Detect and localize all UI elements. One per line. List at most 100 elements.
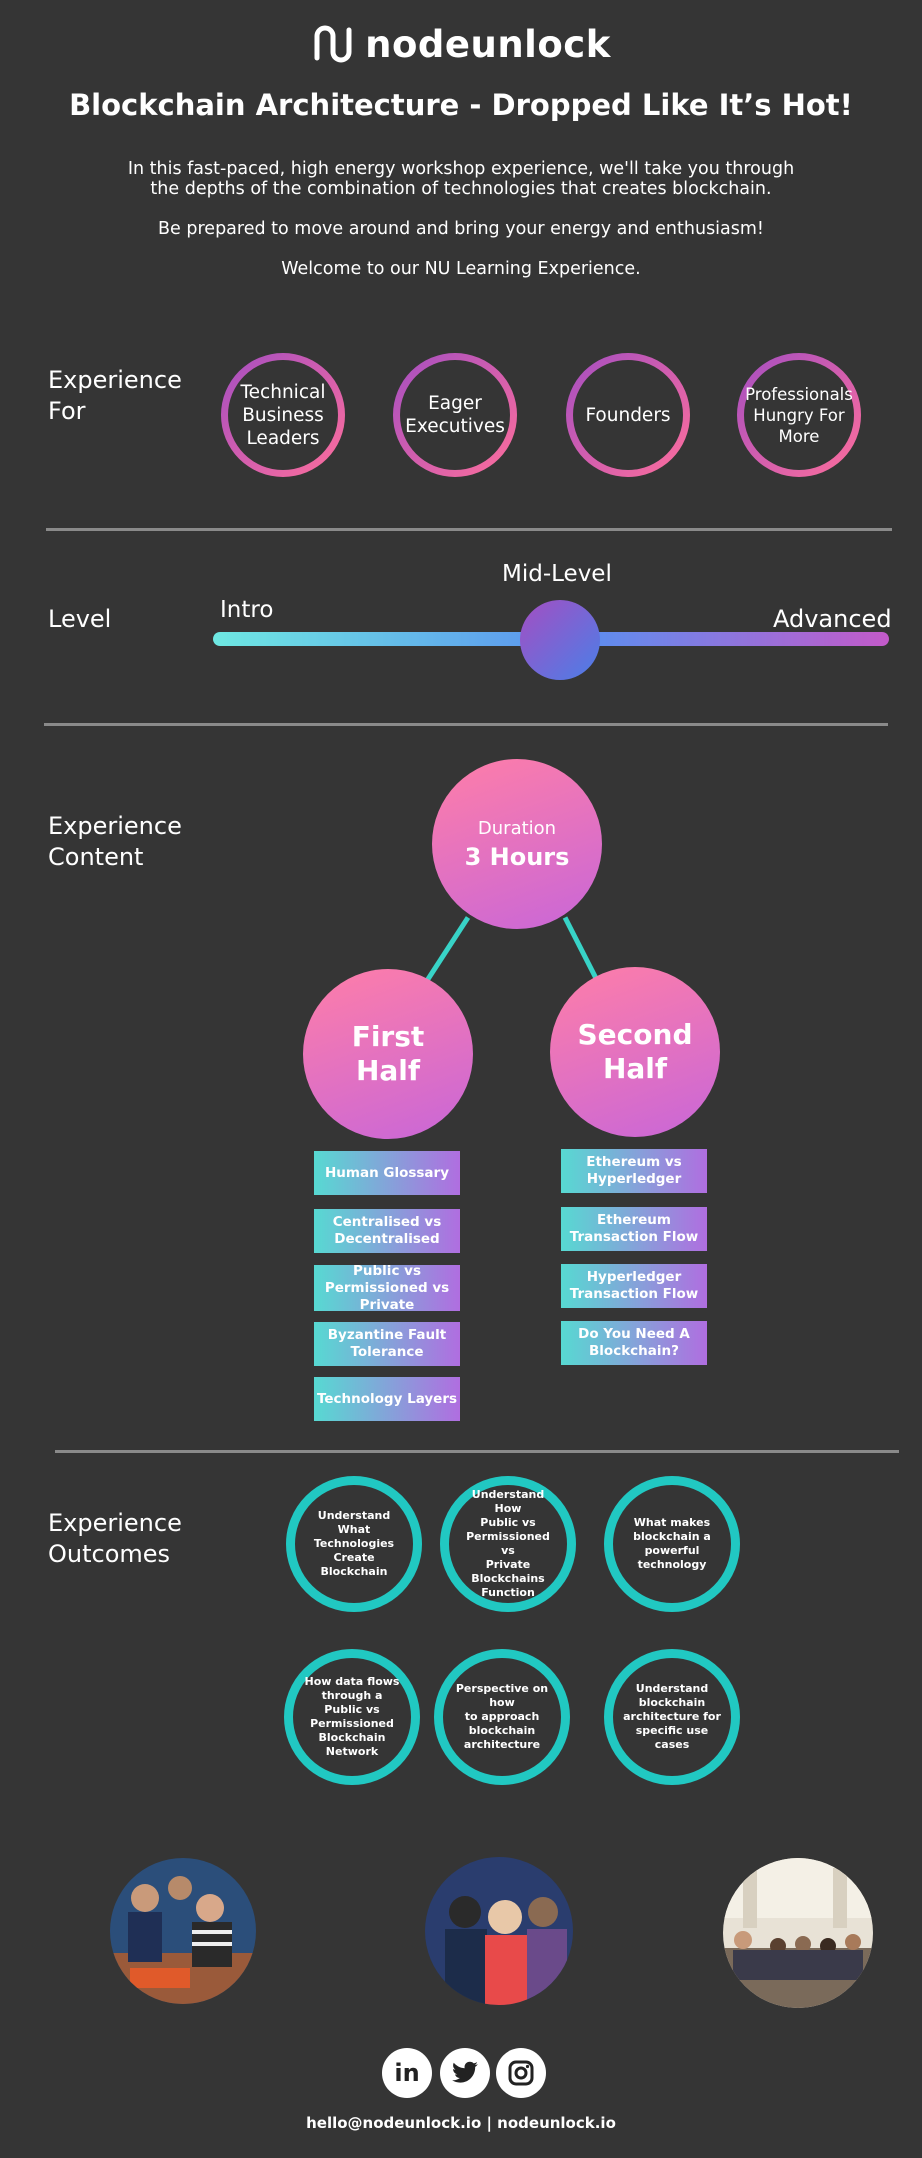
topic-line: Public vs <box>353 1262 421 1279</box>
audience-circle: Technical Business Leaders <box>221 353 345 477</box>
topic-line: Permissioned vs <box>324 1279 450 1296</box>
outcome-circle: Understand How Public vs Permissioned vs… <box>440 1476 576 1612</box>
outcome-line: Perspective on how <box>455 1682 549 1709</box>
topic-line: Private <box>359 1296 415 1313</box>
label-line: Experience <box>48 366 182 394</box>
outcome-line: powerful technology <box>637 1544 707 1571</box>
page-title: Blockchain Architecture - Dropped Like I… <box>69 88 853 122</box>
outcome-line: Understand <box>635 1682 709 1695</box>
outcome-line: Private <box>485 1558 531 1571</box>
outcome-circle: Understand blockchain architecture for s… <box>604 1649 740 1785</box>
section-divider <box>46 528 892 531</box>
brand-name: nodeunlock <box>365 22 611 66</box>
topic-box: Ethereum vs Hyperledger <box>561 1149 707 1193</box>
duration-label: Duration <box>477 817 557 839</box>
audience-line: Hungry For <box>753 405 845 425</box>
topic-line: Transaction Flow <box>569 1229 699 1245</box>
topic-line: Decentralised <box>334 1231 440 1247</box>
outcome-line: blockchain <box>638 1696 706 1709</box>
footer-contact[interactable]: hello@nodeunlock.io | nodeunlock.io <box>306 2114 616 2132</box>
outcome-line: Permissioned vs <box>466 1530 550 1557</box>
outcome-line: Blockchain <box>320 1565 388 1578</box>
label-line: Outcomes <box>48 1540 171 1568</box>
outcome-circle: Understand What Technologies Create Bloc… <box>286 1476 422 1612</box>
audience-line: More <box>778 426 820 446</box>
topic-line: Transaction Flow <box>569 1286 699 1302</box>
audience-line: Business <box>242 404 324 426</box>
outcome-line: Understand How <box>471 1488 545 1515</box>
brand-logo: nodeunlock <box>0 22 922 66</box>
audience-line: Founders <box>585 404 671 426</box>
outcome-line: Permissioned <box>310 1717 394 1730</box>
topic-box: Do You Need A Blockchain? <box>561 1321 707 1365</box>
topic-box: Technology Layers <box>314 1377 460 1421</box>
level-mid-label: Mid-Level <box>502 561 612 587</box>
outcome-line: Technologies Create <box>313 1537 395 1564</box>
intro-line-4: Welcome to our NU Learning Experience. <box>281 259 641 279</box>
outcome-line: blockchain <box>468 1724 536 1737</box>
topic-box: Human Glossary <box>314 1151 460 1195</box>
outcome-line: to approach <box>464 1710 540 1723</box>
audience-label: Eager Executives <box>400 360 510 470</box>
workshop-photo <box>425 1857 573 2005</box>
level-max-label: Advanced <box>773 605 892 633</box>
audience-line: Leaders <box>246 427 320 449</box>
level-label: Level <box>48 605 112 633</box>
audience-circle: Eager Executives <box>393 353 517 477</box>
topic-line: Centralised vs <box>332 1214 442 1230</box>
topic-line: Do You Need A <box>578 1326 690 1342</box>
topic-line: Hyperledger <box>586 1171 682 1187</box>
outcome-line: architecture <box>463 1738 541 1751</box>
audience-circle: Founders <box>566 353 690 477</box>
outcome-line: Blockchains <box>471 1572 545 1585</box>
topic-line: Ethereum <box>597 1212 671 1228</box>
audience-circle: Professionals Hungry For More <box>737 353 861 477</box>
topic-line: Human Glossary <box>324 1164 450 1181</box>
duration-value: 3 Hours <box>464 842 570 871</box>
topic-line: Byzantine Fault <box>327 1327 447 1343</box>
second-half-line: Half <box>602 1052 668 1085</box>
audience-label: Technical Business Leaders <box>228 360 338 470</box>
outcome-line: How data flows <box>304 1675 400 1688</box>
outcome-line: architecture for <box>623 1710 721 1723</box>
outcome-circle: What makes blockchain a powerful technol… <box>604 1476 740 1612</box>
topic-box: Byzantine Fault Tolerance <box>314 1322 460 1366</box>
instagram-camera-icon <box>508 2060 534 2086</box>
linkedin-icon[interactable]: in <box>382 2048 432 2098</box>
intro-line-2: the depths of the combination of technol… <box>150 179 772 199</box>
outcome-line: Function <box>481 1586 535 1599</box>
audience-line: Professionals <box>745 384 853 404</box>
topic-line: Hyperledger <box>586 1269 682 1285</box>
topic-line: Ethereum vs <box>586 1154 682 1170</box>
intro-line-1: In this fast-paced, high energy workshop… <box>127 159 795 179</box>
first-half-circle: First Half <box>303 969 473 1139</box>
outcome-line: Public vs <box>480 1516 536 1529</box>
duration-circle: Duration 3 Hours <box>432 759 602 929</box>
outcome-line: Blockchain Network <box>318 1731 386 1758</box>
topic-line: Tolerance <box>350 1344 424 1360</box>
level-slider-knob <box>520 600 600 680</box>
outcome-line: Understand What <box>317 1509 391 1536</box>
tree-connector-left <box>422 916 471 986</box>
topic-box: Hyperledger Transaction Flow <box>561 1264 707 1308</box>
twitter-bird-icon <box>452 2061 478 2083</box>
section-divider <box>55 1450 899 1453</box>
experience-content-label: Experience Content <box>48 811 182 873</box>
instagram-icon[interactable] <box>496 2048 546 2098</box>
section-divider <box>44 723 888 726</box>
outcome-circle: How data flows through a Public vs Permi… <box>284 1649 420 1785</box>
twitter-icon[interactable] <box>440 2048 490 2098</box>
workshop-photo <box>110 1858 256 2004</box>
experience-outcomes-label: Experience Outcomes <box>48 1508 182 1570</box>
topic-box: Public vs Permissioned vs Private <box>314 1262 460 1313</box>
topic-box: Ethereum Transaction Flow <box>561 1207 707 1251</box>
label-line: Experience <box>48 1509 182 1537</box>
experience-for-label: Experience For <box>48 365 182 427</box>
outcome-line: What makes <box>633 1516 711 1529</box>
intro-line-3: Be prepared to move around and bring you… <box>158 219 764 239</box>
second-half-line: Second <box>577 1018 693 1051</box>
second-half-circle: Second Half <box>550 967 720 1137</box>
nodeunlock-logo-icon <box>314 25 352 63</box>
audience-label: Professionals Hungry For More <box>744 360 854 470</box>
audience-label: Founders <box>573 360 683 470</box>
